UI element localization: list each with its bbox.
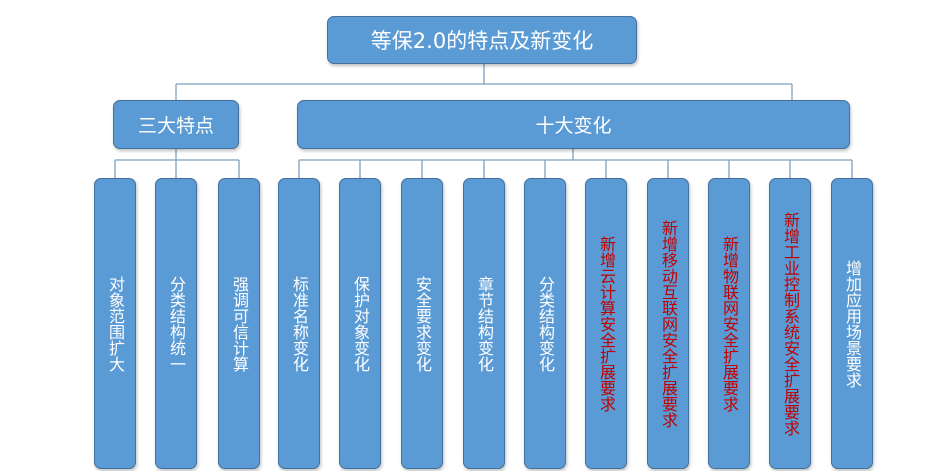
change-leaf: 章节结构变化: [463, 178, 505, 469]
leaf-label: 增加应用场景要求: [843, 259, 862, 388]
leaf-label: 强调可信计算: [230, 275, 249, 372]
leaf-label: 新增移动互联网安全扩展要求: [659, 219, 678, 428]
leaf-label: 章节结构变化: [475, 275, 494, 372]
root-title: 等保2.0的特点及新变化: [370, 29, 594, 53]
change-leaf: 增加应用场景要求: [831, 178, 873, 469]
leaf-label: 安全要求变化: [413, 275, 432, 372]
change-leaf: 新增移动互联网安全扩展要求: [647, 178, 689, 469]
change-leaf: 新增物联网安全扩展要求: [708, 178, 750, 469]
change-leaf: 安全要求变化: [401, 178, 443, 469]
changes-node: 十大变化: [297, 100, 850, 149]
leaf-label: 分类结构变化: [536, 275, 555, 372]
leaf-label: 新增物联网安全扩展要求: [720, 235, 739, 412]
changes-title: 十大变化: [535, 115, 612, 137]
features-node: 三大特点: [113, 100, 239, 149]
leaf-label: 保护对象变化: [351, 275, 370, 372]
leaf-label: 新增云计算安全扩展要求: [597, 235, 616, 412]
change-leaf: 分类结构变化: [524, 178, 566, 469]
change-leaf: 新增工业控制系统安全扩展要求: [769, 178, 811, 469]
root-node: 等保2.0的特点及新变化: [327, 16, 637, 64]
change-leaf: 保护对象变化: [339, 178, 381, 469]
feature-leaf: 对象范围扩大: [94, 178, 136, 469]
leaf-label: 新增工业控制系统安全扩展要求: [781, 211, 800, 436]
change-leaf: 新增云计算安全扩展要求: [585, 178, 627, 469]
leaf-label: 分类结构统一: [167, 275, 186, 372]
leaf-label: 标准名称变化: [290, 275, 309, 372]
feature-leaf: 强调可信计算: [218, 178, 260, 469]
leaf-label: 对象范围扩大: [106, 275, 125, 372]
features-title: 三大特点: [137, 115, 214, 137]
change-leaf: 标准名称变化: [278, 178, 320, 469]
feature-leaf: 分类结构统一: [155, 178, 197, 469]
